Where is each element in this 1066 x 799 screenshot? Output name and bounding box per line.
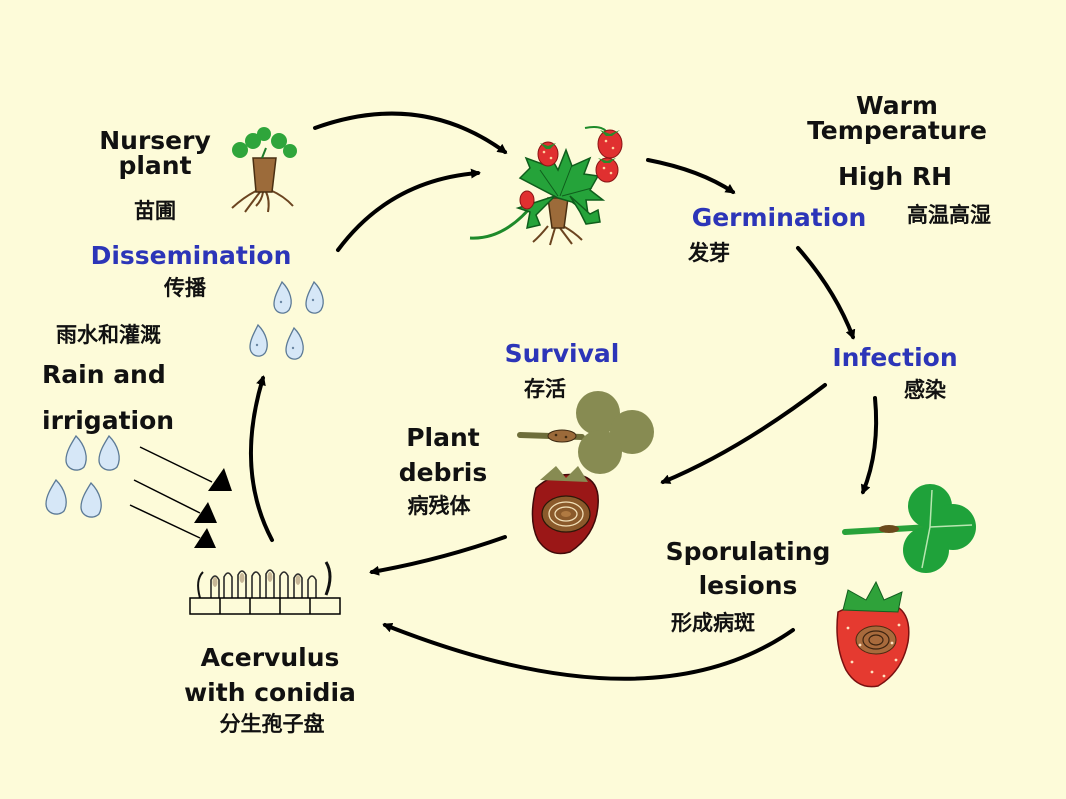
dissemination-cn-label: 传播 xyxy=(164,275,206,300)
nursery-plant-label: Nursery plant xyxy=(99,126,211,180)
rain-irrigation-label: Rain and irrigation xyxy=(42,360,175,436)
arrow-nursery-to-plant xyxy=(313,111,508,154)
arrow-dissemination-to-plant xyxy=(336,168,481,252)
nursery-plant-cn-label: 苗圃 xyxy=(134,198,176,223)
sporulating-lesions-cn-label: 形成病斑 xyxy=(671,610,755,635)
arrow-infection-to-debris xyxy=(660,383,827,484)
rotten-strawberry-icon xyxy=(531,466,599,555)
acervulus-cn-label: 分生孢子盘 xyxy=(219,711,325,736)
rain-irrigation-cn-label: 雨水和灌溉 xyxy=(56,322,161,347)
warm-humid-cn-label: 高温高湿 xyxy=(907,202,991,227)
arrow-plant-to-germination xyxy=(646,158,736,194)
arrow-lesions-to-acervulus xyxy=(382,622,795,681)
germination-cn-label: 发芽 xyxy=(688,240,730,265)
plant-debris-label: Plant debris xyxy=(398,423,488,487)
water-drop-icon xyxy=(45,434,120,518)
sporulating-leaf-icon xyxy=(842,484,976,573)
warm-temperature-label: Warm Temperature xyxy=(807,91,987,145)
strawberry-plant-icon xyxy=(469,126,623,246)
sporulating-lesions-label: Sporulating lesions xyxy=(665,537,831,600)
water-drop-icon xyxy=(249,280,324,360)
dissemination-label: Dissemination xyxy=(90,241,292,270)
acervulus-icon xyxy=(189,561,341,615)
infection-cn-label: 感染 xyxy=(904,377,946,402)
survival-cn-label: 存活 xyxy=(524,376,566,401)
arrow-infection-to-lesions xyxy=(860,396,879,495)
germination-label: Germination xyxy=(691,203,867,232)
rain-wedge-icon xyxy=(129,446,232,548)
survival-label: Survival xyxy=(504,339,620,368)
debris-leaf-icon xyxy=(517,391,654,474)
plant-debris-cn-label: 病残体 xyxy=(407,493,471,518)
nursery-plant-icon xyxy=(231,127,297,213)
acervulus-label: Acervulus with conidia xyxy=(184,643,356,707)
lesion-strawberry-icon xyxy=(836,580,910,688)
infection-label: Infection xyxy=(832,343,958,372)
arrow-acervulus-to-dissemination xyxy=(248,375,274,542)
arrow-debris-to-acervulus xyxy=(369,535,507,576)
arrow-germination-to-infection xyxy=(796,246,856,340)
high-rh-label: High RH xyxy=(837,162,953,191)
